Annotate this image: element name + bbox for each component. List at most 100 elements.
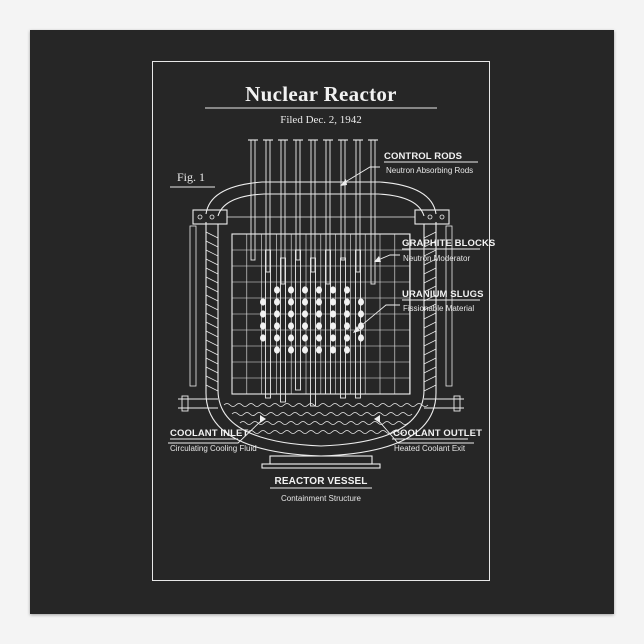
uranium-slug xyxy=(274,346,280,354)
coolant-wave xyxy=(223,403,429,407)
coolant-wave xyxy=(231,412,413,416)
uranium-slug xyxy=(302,286,308,294)
wall-hatch-line xyxy=(423,339,437,347)
uranium-slug xyxy=(274,310,280,318)
wall-hatch-line xyxy=(423,303,437,311)
callout-reactor-vessel-desc: Containment Structure xyxy=(280,494,362,503)
callout-coolant-outlet-label: COOLANT OUTLET xyxy=(393,428,483,439)
uranium-slug xyxy=(260,334,266,342)
wall-hatch-line xyxy=(423,285,437,293)
wall-hatch-line xyxy=(423,330,437,338)
uranium-slug xyxy=(316,298,322,306)
uranium-slug xyxy=(288,298,294,306)
wall-hatching xyxy=(205,231,437,392)
uranium-slug xyxy=(302,322,308,330)
coolant-pool xyxy=(223,403,429,434)
callout-control-rods-desc: Neutron Absorbing Rods xyxy=(386,166,474,175)
uranium-slug xyxy=(344,298,350,306)
callout-reactor-vessel-label: REACTOR VESSEL xyxy=(274,476,368,487)
uranium-slug xyxy=(288,346,294,354)
wall-hatch-line xyxy=(423,276,437,284)
vessel-dome-inner xyxy=(217,193,425,217)
wall-hatch-line xyxy=(205,276,219,284)
wall-hatch-line xyxy=(205,384,219,392)
uranium-slug xyxy=(288,322,294,330)
uranium-slug xyxy=(344,286,350,294)
uranium-slug xyxy=(344,322,350,330)
wall-hatch-line xyxy=(423,258,437,266)
uranium-slug xyxy=(316,286,322,294)
wall-hatch-line xyxy=(205,348,219,356)
uranium-slug xyxy=(302,334,308,342)
coolant-inlet-pipe xyxy=(178,395,218,412)
control-rod xyxy=(280,139,286,285)
wall-hatch-line xyxy=(205,249,219,257)
wall-hatch-line xyxy=(205,339,219,347)
coolant-outlet-pipe xyxy=(424,395,464,412)
poster-background xyxy=(30,30,614,614)
control-rod xyxy=(325,139,331,285)
coolant-wave xyxy=(239,421,409,425)
wall-hatch-line xyxy=(205,303,219,311)
uranium-slug xyxy=(274,286,280,294)
fuel-channel-rod xyxy=(295,249,301,391)
uranium-slug xyxy=(288,334,294,342)
callout-arrowheads xyxy=(260,179,381,423)
callout-graphite-desc: Neutron Moderator xyxy=(403,254,471,263)
control-rod xyxy=(265,139,271,273)
wall-hatch-line xyxy=(205,240,219,248)
wall-hatch-line xyxy=(423,321,437,329)
coolant-wave xyxy=(247,430,405,434)
uranium-slug xyxy=(344,310,350,318)
support-right xyxy=(445,225,453,387)
uranium-slug xyxy=(358,310,364,318)
uranium-slug xyxy=(274,334,280,342)
control-rod xyxy=(370,139,376,285)
uranium-slug xyxy=(330,310,336,318)
uranium-slug xyxy=(316,310,322,318)
wall-hatch-line xyxy=(205,258,219,266)
uranium-slug xyxy=(316,346,322,354)
wall-hatch-line xyxy=(423,249,437,257)
flange-bolts xyxy=(197,214,445,220)
callout-control-rods-label: CONTROL RODS xyxy=(384,151,463,162)
uranium-slug xyxy=(302,346,308,354)
uranium-slug xyxy=(344,346,350,354)
vessel-base xyxy=(269,455,373,465)
callout-coolant-inlet-label: COOLANT INLET xyxy=(170,428,249,439)
wall-hatch-line xyxy=(205,321,219,329)
control-rod xyxy=(340,139,346,261)
control-rods xyxy=(248,139,378,407)
uranium-slug xyxy=(274,298,280,306)
uranium-slug xyxy=(288,310,294,318)
wall-hatch-line xyxy=(205,375,219,383)
fuel-channel-rod xyxy=(325,249,331,395)
callout-coolant-inlet-desc: Circulating Cooling Fluid xyxy=(170,444,257,453)
uranium-slug xyxy=(260,298,266,306)
callout-rules xyxy=(170,161,480,489)
uranium-slug xyxy=(358,334,364,342)
filed-date: Filed Dec. 2, 1942 xyxy=(280,114,362,126)
wall-hatch-line xyxy=(205,366,219,374)
wall-hatch-line xyxy=(423,240,437,248)
uranium-slug xyxy=(330,286,336,294)
callout-coolant-outlet-desc: Heated Coolant Exit xyxy=(394,444,466,453)
uranium-slug xyxy=(358,298,364,306)
uranium-slug xyxy=(330,322,336,330)
callout-uranium-label: URANIUM SLUGS xyxy=(402,289,484,300)
uranium-slug xyxy=(274,322,280,330)
wall-hatch-line xyxy=(423,348,437,356)
wall-hatch-line xyxy=(423,357,437,365)
diagram-title: Nuclear Reactor xyxy=(245,82,397,106)
callout-uranium-desc: Fissionable Material xyxy=(403,304,475,313)
uranium-slug xyxy=(260,310,266,318)
callout-leaders xyxy=(168,166,474,444)
uranium-slug xyxy=(330,298,336,306)
control-rod xyxy=(250,139,256,261)
fuel-channel-rod xyxy=(310,257,316,407)
poster-frame xyxy=(152,61,490,581)
vessel-base-foot xyxy=(261,463,381,469)
